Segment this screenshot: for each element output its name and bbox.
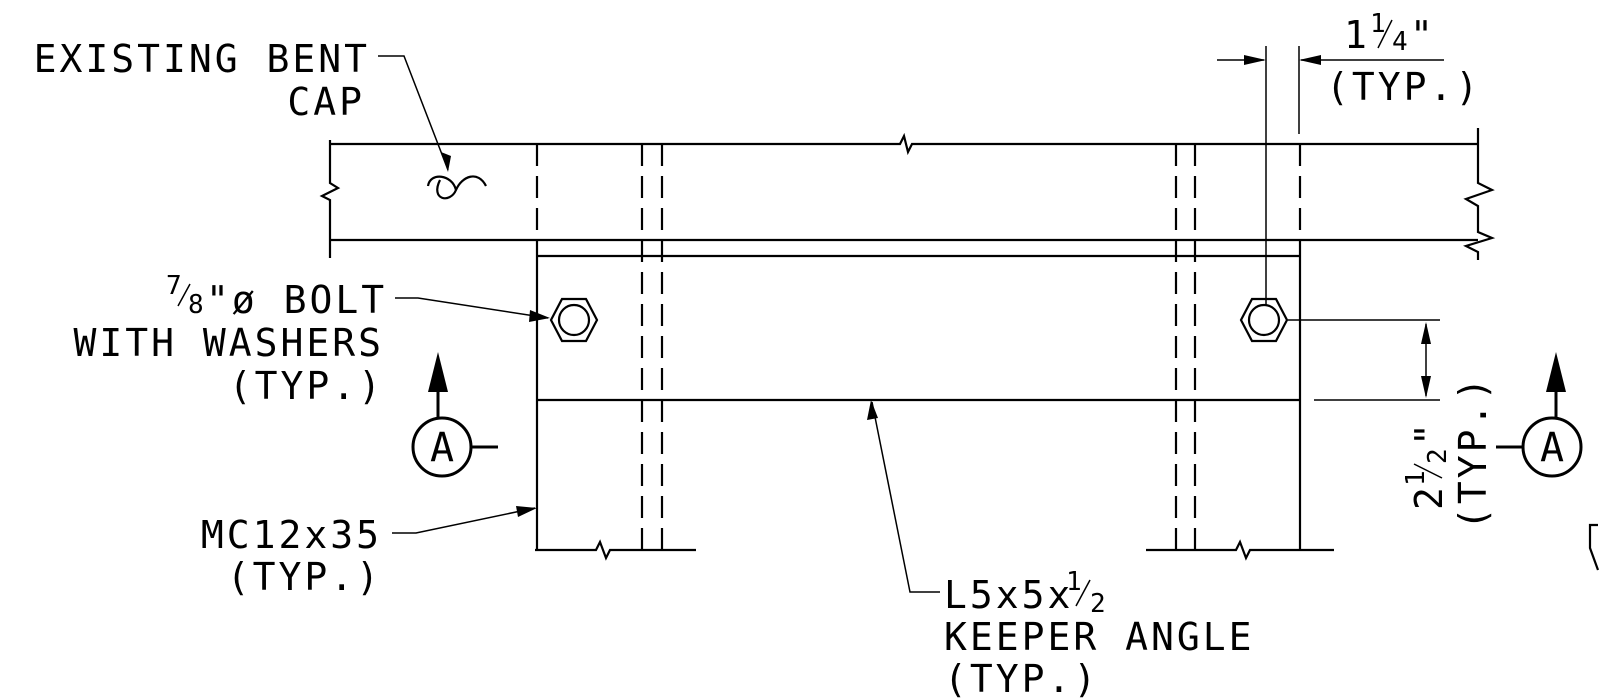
channel-beams bbox=[535, 144, 1334, 561]
bent-cap bbox=[319, 128, 1496, 260]
channel-line1: MC12x35 bbox=[201, 513, 382, 557]
keeper-angle bbox=[537, 254, 1300, 402]
label-channel: MC12x35 (TYP.) bbox=[201, 513, 382, 599]
angle-line3: (TYP.) bbox=[944, 657, 1099, 698]
channel-line2: (TYP.) bbox=[227, 555, 382, 599]
dim-side-whole: 2 bbox=[1407, 484, 1451, 510]
dim-top bbox=[1217, 46, 1444, 305]
bolt-right bbox=[1239, 297, 1289, 343]
dim-side-den: 2 bbox=[1423, 448, 1453, 464]
dim-side-label: 2 1 2 " (TYP.) bbox=[1401, 375, 1495, 530]
angle-frac-num: 1 bbox=[1066, 567, 1082, 597]
dim-side bbox=[1288, 319, 1440, 401]
angle-line2: KEEPER ANGLE bbox=[944, 615, 1255, 659]
bolt-frac-slash bbox=[177, 283, 191, 307]
dim-side-typ: (TYP.) bbox=[1451, 375, 1495, 530]
dim-top-den: 4 bbox=[1392, 27, 1408, 57]
bent-cap-line1: EXISTING BENT bbox=[34, 37, 370, 81]
leaders bbox=[378, 55, 940, 593]
angle-frac-den: 2 bbox=[1090, 589, 1106, 619]
bolt-line3: (TYP.) bbox=[229, 364, 384, 408]
dim-top-whole: 1 bbox=[1344, 13, 1370, 57]
angle-frac-slash bbox=[1075, 579, 1091, 607]
dim-top-slash bbox=[1377, 19, 1393, 49]
dim-top-num: 1 bbox=[1370, 9, 1386, 39]
bolt-line2: WITH WASHERS bbox=[73, 321, 384, 365]
section-marker-right[interactable]: A bbox=[1496, 352, 1583, 478]
dim-side-slash bbox=[1413, 463, 1443, 479]
dim-top-typ: (TYP.) bbox=[1326, 65, 1481, 109]
angle-line1: L5x5x bbox=[944, 573, 1073, 617]
clipped-text-fragment bbox=[1588, 523, 1600, 571]
label-keeper-angle: L5x5x 1 2 KEEPER ANGLE (TYP.) bbox=[944, 567, 1255, 698]
dim-side-unit: " bbox=[1407, 420, 1451, 446]
dim-side-num: 1 bbox=[1401, 470, 1431, 486]
bent-cap-line2: CAP bbox=[287, 80, 365, 124]
label-bolt: 7 8 "ø BOLT WITH WASHERS (TYP.) bbox=[73, 271, 387, 408]
dim-top-unit: " bbox=[1410, 13, 1436, 57]
bolt-frac-num: 7 bbox=[166, 271, 182, 301]
section-marker-left[interactable]: A bbox=[411, 352, 498, 478]
bolt-frac-den: 8 bbox=[188, 290, 204, 320]
bolt-line1: "ø BOLT bbox=[206, 278, 387, 322]
section-label-right: A bbox=[1540, 425, 1564, 471]
dim-top-label: 1 1 4 " (TYP.) bbox=[1326, 9, 1481, 109]
label-bent-cap: EXISTING BENT CAP bbox=[34, 37, 370, 124]
section-label-left: A bbox=[430, 425, 454, 471]
bolt-left bbox=[549, 297, 599, 343]
